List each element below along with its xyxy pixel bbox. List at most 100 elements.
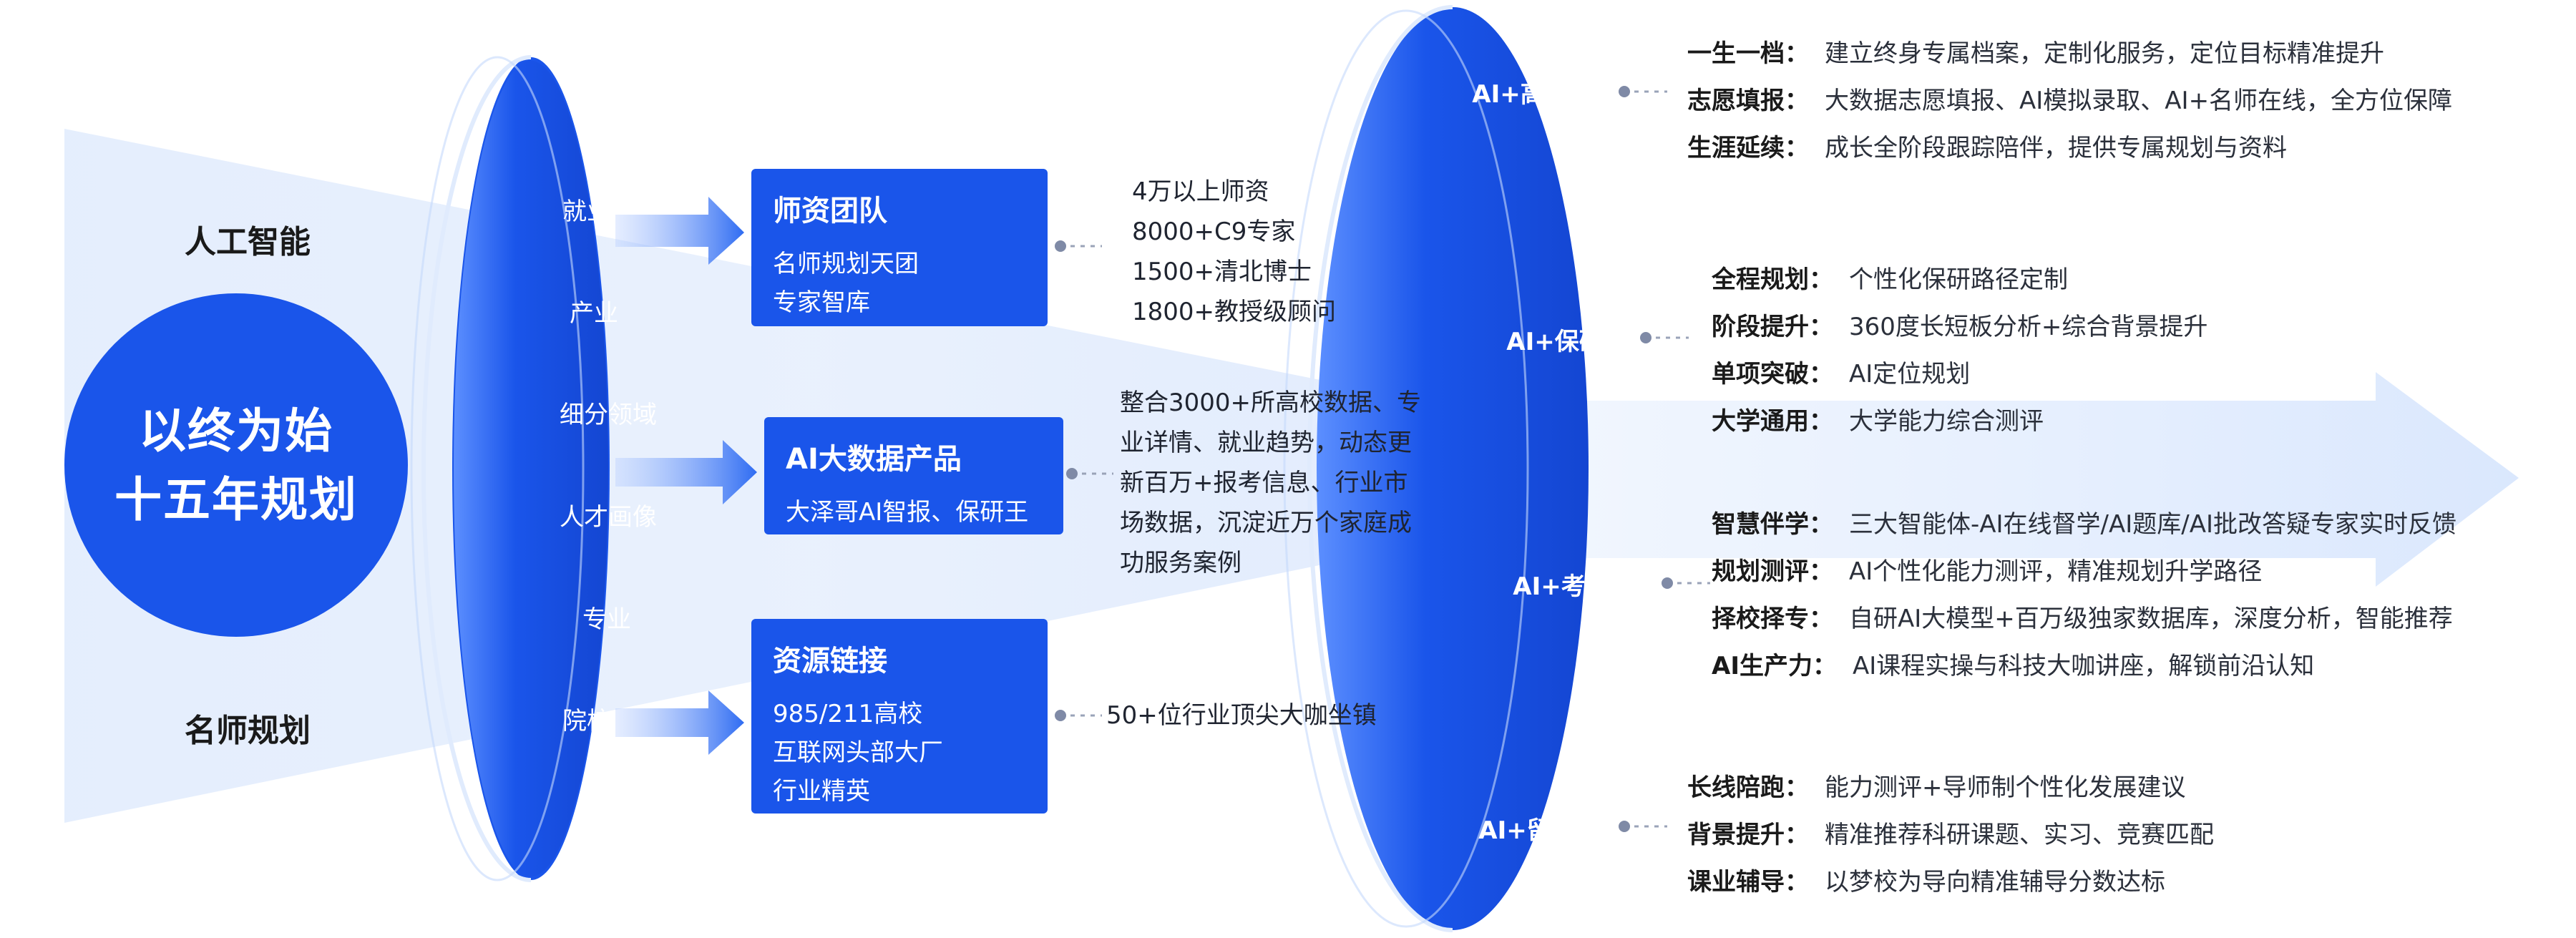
detail-value: 精准推荐科研课题、实习、竞赛匹配 bbox=[1825, 821, 2214, 849]
resource-description-line: 50+位行业顶尖大咖坐镇 bbox=[1106, 701, 1377, 730]
category-major: 专业 bbox=[582, 605, 631, 634]
detail-row: 长线陪跑： 能力测评+导师制个性化发展建议 bbox=[1687, 764, 2214, 811]
arrow-to-box-1 bbox=[615, 197, 744, 265]
detail-row: 志愿填报： 大数据志愿填报、AI模拟录取、AI+名师在线，全方位保障 bbox=[1687, 77, 2452, 124]
detail-value: 360度长短板分析+综合背景提升 bbox=[1849, 313, 2208, 341]
box-resource-link-line: 行业精英 bbox=[773, 777, 870, 806]
detail-key: 大学通用： bbox=[1712, 407, 1833, 436]
resource-description: 50+位行业顶尖大咖坐镇 bbox=[1106, 695, 1377, 736]
detail-value: AI课程实操与科技大咖讲座，解锁前沿认知 bbox=[1852, 652, 2315, 680]
ai-service-liuxue: AI+留学 bbox=[1478, 816, 1576, 845]
detail-key: 阶段提升： bbox=[1712, 313, 1833, 341]
detail-key: 背景提升： bbox=[1687, 821, 1809, 849]
details-liuxue: 长线陪跑： 能力测评+导师制个性化发展建议 背景提升： 精准推荐科研课题、实习、竞赛… bbox=[1687, 764, 2214, 906]
detail-value: AI定位规划 bbox=[1849, 360, 1971, 389]
detail-key: 择校择专： bbox=[1712, 605, 1833, 633]
arrow-to-box-2 bbox=[615, 440, 757, 504]
box-resource-link-title: 资源链接 bbox=[773, 645, 887, 678]
category-university: 院校 bbox=[562, 707, 611, 736]
detail-key: 单项突破： bbox=[1712, 360, 1833, 389]
ai-service-baoyan: AI+保研 bbox=[1506, 328, 1604, 356]
detail-row: 背景提升： 精准推荐科研课题、实习、竞赛匹配 bbox=[1687, 811, 2214, 859]
detail-key: 生涯延续： bbox=[1687, 134, 1809, 162]
detail-value: 能力测评+导师制个性化发展建议 bbox=[1825, 773, 2186, 802]
ai-data-description: 整合3000+所高校数据、专 业详情、就业趋势，动态更 新百万+报考信息、行业市… bbox=[1120, 383, 1421, 583]
ai-service-kaoyan: AI+考研 bbox=[1513, 572, 1610, 601]
teacher-stat: 1500+清北博士 bbox=[1132, 258, 1312, 286]
detail-value: 以梦校为导向精准辅导分数达标 bbox=[1825, 868, 2165, 897]
label-artificial-intelligence: 人工智能 bbox=[185, 224, 311, 260]
box-ai-data-product: AI大数据产品 大泽哥AI智报、保研王 bbox=[764, 417, 1063, 534]
detail-key: 一生一档： bbox=[1687, 39, 1809, 68]
details-baoyan: 全程规划： 个性化保研路径定制 阶段提升： 360度长短板分析+综合背景提升 单项突… bbox=[1712, 256, 2207, 445]
box-teacher-team-title: 师资团队 bbox=[773, 195, 887, 228]
connector-dot-2 bbox=[1066, 468, 1078, 479]
connector-dot-6 bbox=[1662, 577, 1673, 589]
left-ring bbox=[410, 55, 610, 882]
connector-dot-7 bbox=[1619, 821, 1630, 832]
category-employment: 就业 bbox=[562, 197, 611, 226]
detail-value: 大数据志愿填报、AI模拟录取、AI+名师在线，全方位保障 bbox=[1825, 87, 2453, 115]
detail-value: AI个性化能力测评，精准规划升学路径 bbox=[1849, 557, 2263, 586]
detail-row: 生涯延续： 成长全阶段跟踪陪伴，提供专属规划与资料 bbox=[1687, 124, 2452, 172]
arrow-to-box-3 bbox=[615, 690, 744, 755]
box-ai-data-product-line: 大泽哥AI智报、保研王 bbox=[786, 498, 1029, 527]
ai-data-description-line: 功服务案例 bbox=[1120, 549, 1241, 577]
center-title: 以终为始 十五年规划 bbox=[79, 397, 394, 534]
category-industry: 产业 bbox=[570, 299, 618, 328]
center-title-line1: 以终为始 bbox=[139, 404, 333, 459]
detail-key: 志愿填报： bbox=[1687, 87, 1809, 115]
ai-data-description-line: 场数据，沉淀近万个家庭成 bbox=[1120, 509, 1412, 537]
box-resource-link: 资源链接 985/211高校 互联网头部大厂 行业精英 bbox=[751, 619, 1048, 814]
detail-key: AI生产力： bbox=[1712, 652, 1837, 680]
detail-key: 全程规划： bbox=[1712, 265, 1833, 294]
connector-dot-3 bbox=[1055, 710, 1066, 721]
teacher-stats: 4万以上师资 8000+C9专家 1500+清北博士 1800+教授级顾问 bbox=[1132, 172, 1336, 332]
detail-value: 建立终身专属档案，定制化服务，定位目标精准提升 bbox=[1825, 39, 2384, 68]
right-ring bbox=[1283, 5, 1589, 932]
ai-data-description-line: 业详情、就业趋势，动态更 bbox=[1120, 429, 1412, 457]
category-talent-profile: 人才画像 bbox=[560, 503, 657, 532]
details-kaoyan: 智慧伴学：三大智能体-AI在线督学/AI题库/AI批改答疑专家实时反馈 规划测评… bbox=[1712, 501, 2457, 690]
details-gaobao: 一生一档： 建立终身专属档案，定制化服务，定位目标精准提升 志愿填报： 大数据志愿填… bbox=[1687, 30, 2452, 172]
detail-row: 全程规划： 个性化保研路径定制 bbox=[1712, 256, 2207, 303]
label-teacher-planning: 名师规划 bbox=[185, 713, 311, 749]
detail-row: 智慧伴学：三大智能体-AI在线督学/AI题库/AI批改答疑专家实时反馈 bbox=[1712, 501, 2457, 548]
detail-row: 课业辅导： 以梦校为导向精准辅导分数达标 bbox=[1687, 859, 2214, 906]
box-teacher-team-line: 名师规划天团 bbox=[773, 250, 919, 278]
detail-row: 择校择专： 自研AI大模型+百万级独家数据库，深度分析，智能推荐 bbox=[1712, 595, 2457, 643]
detail-key: 规划测评： bbox=[1712, 557, 1833, 586]
connector-dot-5 bbox=[1640, 332, 1652, 343]
center-title-line2: 十五年规划 bbox=[114, 472, 358, 527]
connector-dot-1 bbox=[1055, 240, 1066, 252]
box-teacher-team-line: 专家智库 bbox=[773, 288, 870, 317]
detail-key: 课业辅导： bbox=[1687, 868, 1809, 897]
detail-value: 三大智能体-AI在线督学/AI题库/AI批改答疑专家实时反馈 bbox=[1849, 510, 2457, 539]
detail-row: 阶段提升： 360度长短板分析+综合背景提升 bbox=[1712, 303, 2207, 351]
teacher-stat: 1800+教授级顾问 bbox=[1132, 298, 1337, 326]
detail-row: 单项突破： AI定位规划 bbox=[1712, 351, 2207, 398]
big-arrow-shape bbox=[1360, 372, 2519, 587]
ai-data-description-line: 新百万+报考信息、行业市 bbox=[1120, 469, 1408, 497]
ai-data-description-line: 整合3000+所高校数据、专 bbox=[1120, 389, 1422, 417]
center-circle bbox=[64, 293, 408, 637]
connector-dot-4 bbox=[1619, 86, 1630, 97]
teacher-stat: 8000+C9专家 bbox=[1132, 218, 1296, 246]
detail-row: AI生产力： AI课程实操与科技大咖讲座，解锁前沿认知 bbox=[1712, 643, 2457, 690]
detail-value: 自研AI大模型+百万级独家数据库，深度分析，智能推荐 bbox=[1849, 605, 2453, 633]
teacher-stat: 4万以上师资 bbox=[1132, 177, 1269, 206]
ai-service-gaobao: AI+高报 bbox=[1472, 80, 1569, 109]
detail-value: 个性化保研路径定制 bbox=[1849, 265, 2068, 294]
detail-value: 大学能力综合测评 bbox=[1849, 407, 2044, 436]
box-teacher-team: 师资团队 名师规划天团 专家智库 bbox=[751, 169, 1048, 326]
detail-row: 大学通用： 大学能力综合测评 bbox=[1712, 398, 2207, 445]
box-ai-data-product-title: AI大数据产品 bbox=[786, 443, 962, 476]
detail-key: 长线陪跑： bbox=[1687, 773, 1809, 802]
detail-row: 规划测评： AI个性化能力测评，精准规划升学路径 bbox=[1712, 548, 2457, 595]
detail-row: 一生一档： 建立终身专属档案，定制化服务，定位目标精准提升 bbox=[1687, 30, 2452, 77]
box-resource-link-line: 互联网头部大厂 bbox=[773, 738, 943, 767]
category-subfield: 细分领域 bbox=[560, 401, 657, 429]
detail-value: 成长全阶段跟踪陪伴，提供专属规划与资料 bbox=[1825, 134, 2287, 162]
box-resource-link-line: 985/211高校 bbox=[773, 700, 923, 728]
